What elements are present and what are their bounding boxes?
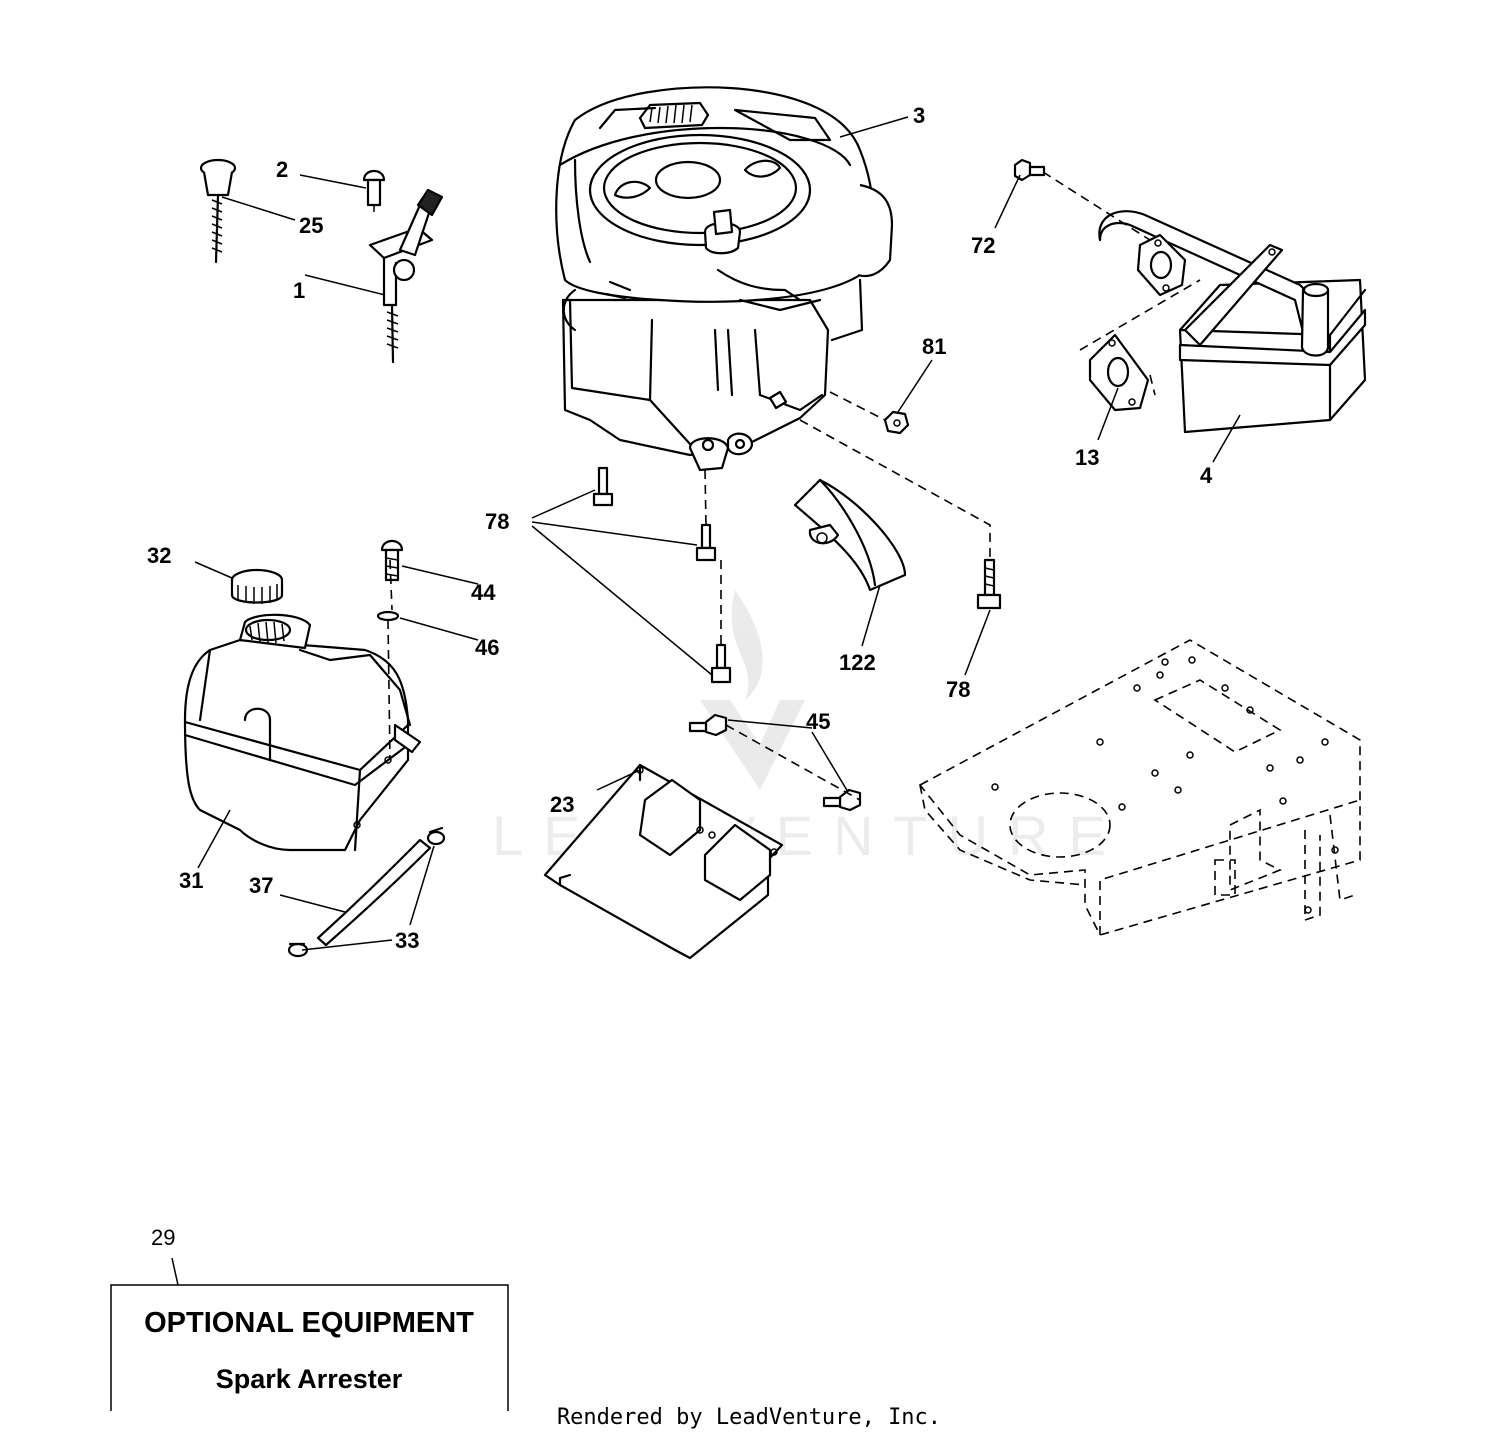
rendered-by-footer: Rendered by LeadVenture, Inc. — [557, 1405, 941, 1430]
tractor-frame — [918, 639, 1361, 936]
callout-81: 81 — [922, 334, 946, 359]
part-1-throttle-control[interactable] — [368, 188, 444, 364]
part-72-bolt[interactable] — [1013, 158, 1046, 182]
part-45-screw-lower[interactable] — [822, 788, 862, 812]
optional-equipment-title: OPTIONAL EQUIPMENT — [144, 1307, 474, 1339]
callout-33: 33 — [395, 928, 419, 953]
callout-72: 72 — [971, 233, 995, 258]
part-81-nut[interactable] — [883, 410, 910, 435]
callout-4: 4 — [1200, 463, 1213, 488]
part-23-heat-shield-plate[interactable] — [543, 763, 784, 960]
part-44-screw[interactable] — [380, 539, 404, 582]
part-31-fuel-tank[interactable] — [183, 613, 422, 852]
part-78-bolt-left[interactable] — [592, 466, 614, 507]
callout-78-left: 78 — [485, 509, 509, 534]
part-13-gasket[interactable] — [1088, 333, 1150, 412]
callout-13: 13 — [1075, 445, 1099, 470]
part-78-bolt-center[interactable] — [695, 523, 717, 562]
part-37-fuel-line[interactable] — [316, 838, 432, 947]
callout-2: 2 — [276, 157, 288, 182]
callout-labels: 1 2 3 4 13 23 25 29 31 32 33 37 44 45 46… — [147, 103, 1213, 1250]
callout-32: 32 — [147, 543, 171, 568]
part-2-screw[interactable] — [362, 169, 386, 212]
callout-3: 3 — [913, 103, 925, 128]
part-45-screw-upper[interactable] — [688, 713, 728, 737]
part-32-fuel-cap[interactable] — [230, 568, 284, 604]
part-33-clamp-upper[interactable] — [426, 826, 446, 846]
callout-78-right: 78 — [946, 677, 970, 702]
leader-lines — [171, 116, 1241, 1286]
callout-29: 29 — [151, 1225, 175, 1250]
part-4-muffler[interactable] — [1098, 210, 1367, 434]
watermark-logo — [700, 590, 805, 790]
callout-25: 25 — [299, 213, 323, 238]
callout-37: 37 — [249, 873, 273, 898]
callout-23: 23 — [550, 792, 574, 817]
optional-equipment-box: OPTIONAL EQUIPMENT Spark Arrester — [110, 1284, 509, 1411]
callout-44: 44 — [471, 580, 496, 605]
callout-1: 1 — [293, 278, 305, 303]
callout-45: 45 — [806, 709, 830, 734]
part-78-bolt-right[interactable] — [976, 558, 1002, 610]
alignment-lines — [387, 171, 1201, 801]
part-3-engine[interactable] — [555, 86, 894, 472]
part-78-bolt-lower[interactable] — [710, 643, 732, 684]
optional-equipment-subtitle: Spark Arrester — [216, 1364, 403, 1394]
callout-46: 46 — [475, 635, 499, 660]
part-122-shield[interactable] — [793, 478, 907, 592]
part-46-washer[interactable] — [376, 610, 400, 622]
callout-31: 31 — [179, 868, 203, 893]
callout-122: 122 — [839, 650, 876, 675]
part-25-choke-knob[interactable] — [199, 158, 237, 264]
